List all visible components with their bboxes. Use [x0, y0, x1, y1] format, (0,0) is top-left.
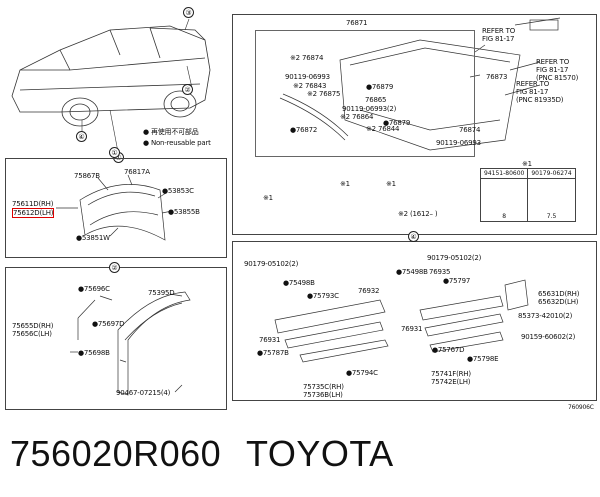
- part-75767D[interactable]: ●75767D: [432, 346, 465, 354]
- part-75794C[interactable]: ●75794C: [346, 369, 378, 377]
- part-76932[interactable]: 76932: [358, 287, 380, 295]
- part-75797[interactable]: ●75797: [443, 277, 471, 285]
- clip-1-size: 8: [479, 178, 529, 222]
- panel-2-callout: ②: [109, 262, 120, 273]
- part-75611D[interactable]: 75611D(RH): [12, 200, 54, 208]
- panel4-linework: [274, 279, 529, 363]
- part-76844[interactable]: ※2 76844: [366, 125, 400, 133]
- panel-4-callout: ④: [408, 231, 419, 242]
- part-76875[interactable]: ※2 76875: [307, 90, 341, 98]
- star-1-table: ※1: [522, 160, 532, 168]
- note-star2: ※2 (1612– ): [398, 210, 438, 218]
- part-65632D[interactable]: 65632D(LH): [538, 298, 579, 306]
- part-75735C[interactable]: 75735C(RH): [303, 383, 344, 391]
- part-76874-a[interactable]: ※2 76874: [290, 54, 324, 62]
- part-75696C[interactable]: ●75696C: [78, 285, 110, 293]
- panel-1: [5, 158, 227, 258]
- part-90119-a[interactable]: 90119-06993: [285, 73, 330, 81]
- part-76873[interactable]: 76873: [486, 73, 508, 81]
- part-75612D-highlighted[interactable]: 75612D(LH): [12, 208, 55, 218]
- part-75655D[interactable]: 75655D(RH): [12, 322, 54, 330]
- part-65631D[interactable]: 65631D(RH): [538, 290, 580, 298]
- part-75395D[interactable]: 75395D: [148, 289, 175, 297]
- part-75742E[interactable]: 75742E(LH): [431, 378, 471, 386]
- part-76865[interactable]: 76865: [365, 96, 387, 104]
- part-90119-c[interactable]: 90119-06993: [436, 139, 481, 147]
- part-76879-b[interactable]: ●76879: [383, 119, 411, 127]
- star-1-c: ※1: [386, 180, 396, 188]
- part-90179-b[interactable]: 90179-05102(2): [427, 254, 482, 262]
- callout-2: ②: [182, 84, 193, 95]
- part-75498B-a[interactable]: ●75498B: [283, 279, 315, 287]
- vehicle-outline: [11, 25, 211, 127]
- part-76864[interactable]: ※2 76864: [340, 113, 374, 121]
- panel3-linework: [279, 17, 561, 151]
- part-90119-b[interactable]: 90119-06993(2): [342, 105, 397, 113]
- star-1-b: ※1: [340, 180, 350, 188]
- part-90159[interactable]: 90159-60602(2): [521, 333, 576, 341]
- clip-1-number[interactable]: 94151-80600: [479, 168, 529, 179]
- part-90179-a[interactable]: 90179-05102(2): [244, 260, 299, 268]
- part-75656C[interactable]: 75656C(LH): [12, 330, 52, 338]
- part-76931-b[interactable]: 76931: [401, 325, 423, 333]
- callout-3: ③: [183, 7, 194, 18]
- part-53851W[interactable]: ●53851W: [76, 234, 110, 242]
- part-76872[interactable]: ●76872: [290, 126, 318, 134]
- part-90467[interactable]: 90467-07215(4): [116, 389, 171, 397]
- part-75498B-b[interactable]: ●75498B: [396, 268, 428, 276]
- part-76871[interactable]: 76871: [346, 19, 368, 27]
- legend-nonreuse: ● Non-reusable part: [143, 139, 211, 147]
- panel-1-callout: ①: [109, 147, 120, 158]
- panel1-linework: [56, 174, 173, 241]
- clip-2-number[interactable]: 90179-06274: [527, 168, 576, 179]
- part-75697D[interactable]: ●75697D: [92, 320, 125, 328]
- part-75736B[interactable]: 75736B(LH): [303, 391, 343, 399]
- star-1-a: ※1: [263, 194, 273, 202]
- part-76931-a[interactable]: 76931: [259, 336, 281, 344]
- footer-brand: TOYOTA: [246, 433, 394, 474]
- footer-part-number: 756020R060: [10, 433, 222, 474]
- part-75867B[interactable]: 75867B: [74, 172, 100, 180]
- part-53855B[interactable]: ●53855B: [168, 208, 200, 216]
- panel2-linework: [70, 291, 191, 396]
- part-53853C[interactable]: ●53853C: [162, 187, 194, 195]
- clip-2-size: 7.5: [527, 178, 576, 222]
- panel-3-inset: [255, 30, 475, 157]
- part-76935[interactable]: 76935: [429, 268, 451, 276]
- legend-reuse: ● 再使用不可部品: [143, 128, 199, 136]
- part-85373[interactable]: 85373-42010(2): [518, 312, 573, 320]
- diagram-code: 760906C: [568, 404, 594, 411]
- part-75698B[interactable]: ●75698B: [78, 349, 110, 357]
- callout-4: ④: [76, 131, 87, 142]
- part-75793C[interactable]: ●75793C: [307, 292, 339, 300]
- part-75798E[interactable]: ●75798E: [467, 355, 499, 363]
- part-76874-b[interactable]: 76874: [459, 126, 481, 134]
- part-75787B[interactable]: ●75787B: [257, 349, 289, 357]
- part-76879-a[interactable]: ●76879: [366, 83, 394, 91]
- part-75741F[interactable]: 75741F(RH): [431, 370, 471, 378]
- part-76817A[interactable]: 76817A: [124, 168, 150, 176]
- part-76843[interactable]: ※2 76843: [293, 82, 327, 90]
